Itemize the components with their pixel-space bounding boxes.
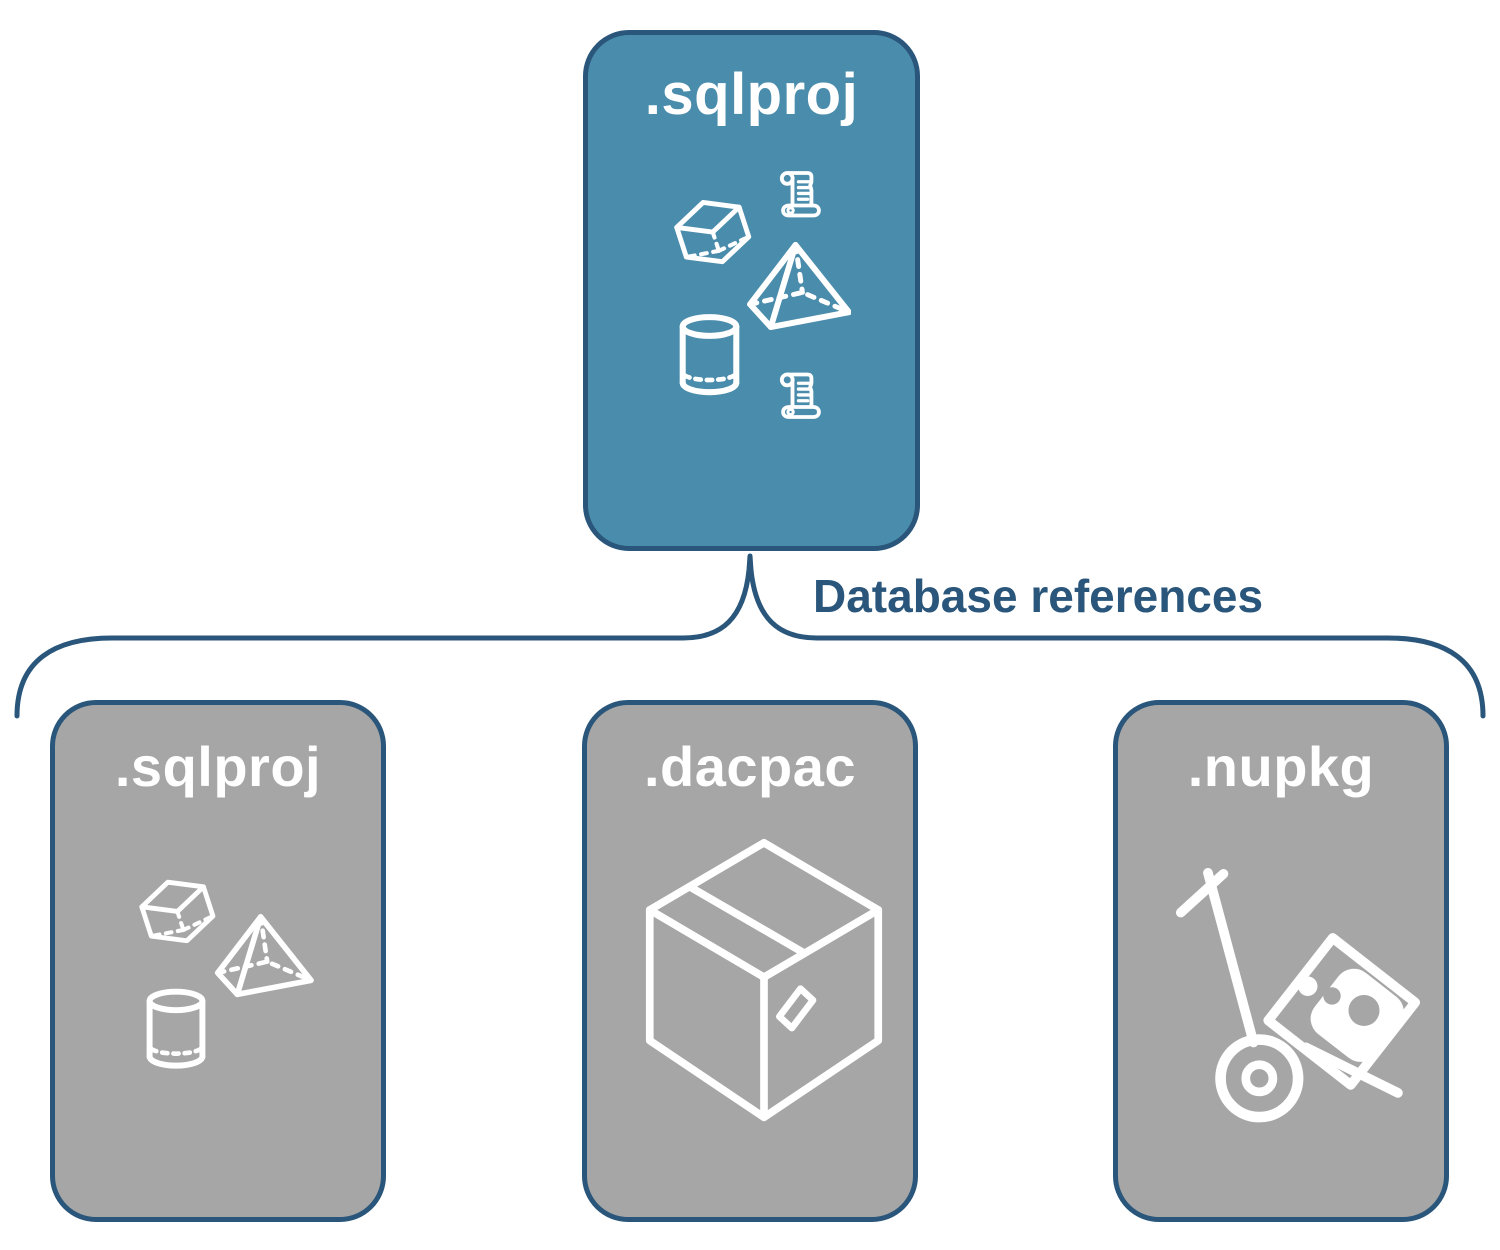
pyramid-icon	[750, 245, 849, 327]
nuget-icon-cluster	[1175, 863, 1427, 1125]
card-sqlproj-ref: .sqlproj	[50, 700, 386, 1222]
scroll-icon	[782, 173, 819, 216]
ref-card-title: .dacpac	[643, 735, 857, 798]
scroll-icon	[779, 372, 821, 419]
cube-icon	[673, 192, 754, 272]
package-icon-cluster	[642, 837, 886, 1125]
hand-truck-icon	[1181, 873, 1415, 1117]
main-card-title: .sqlproj	[644, 62, 859, 127]
cylinder-icon	[683, 317, 737, 392]
pyramid-icon	[218, 917, 311, 994]
cube-icon	[138, 875, 218, 951]
sql-objects-icon-cluster	[138, 875, 314, 1071]
package-box-icon	[650, 843, 878, 1118]
ref-card-title: .sqlproj	[114, 735, 322, 798]
card-nupkg: .nupkg	[1113, 700, 1449, 1222]
connector-label: Database references	[813, 570, 1264, 622]
ref-card-title: .nupkg	[1187, 735, 1375, 798]
card-sqlproj-main: .sqlproj	[583, 30, 920, 551]
card-dacpac: .dacpac	[582, 700, 918, 1222]
cylinder-icon	[150, 992, 203, 1066]
sql-objects-icon-cluster	[673, 166, 851, 419]
